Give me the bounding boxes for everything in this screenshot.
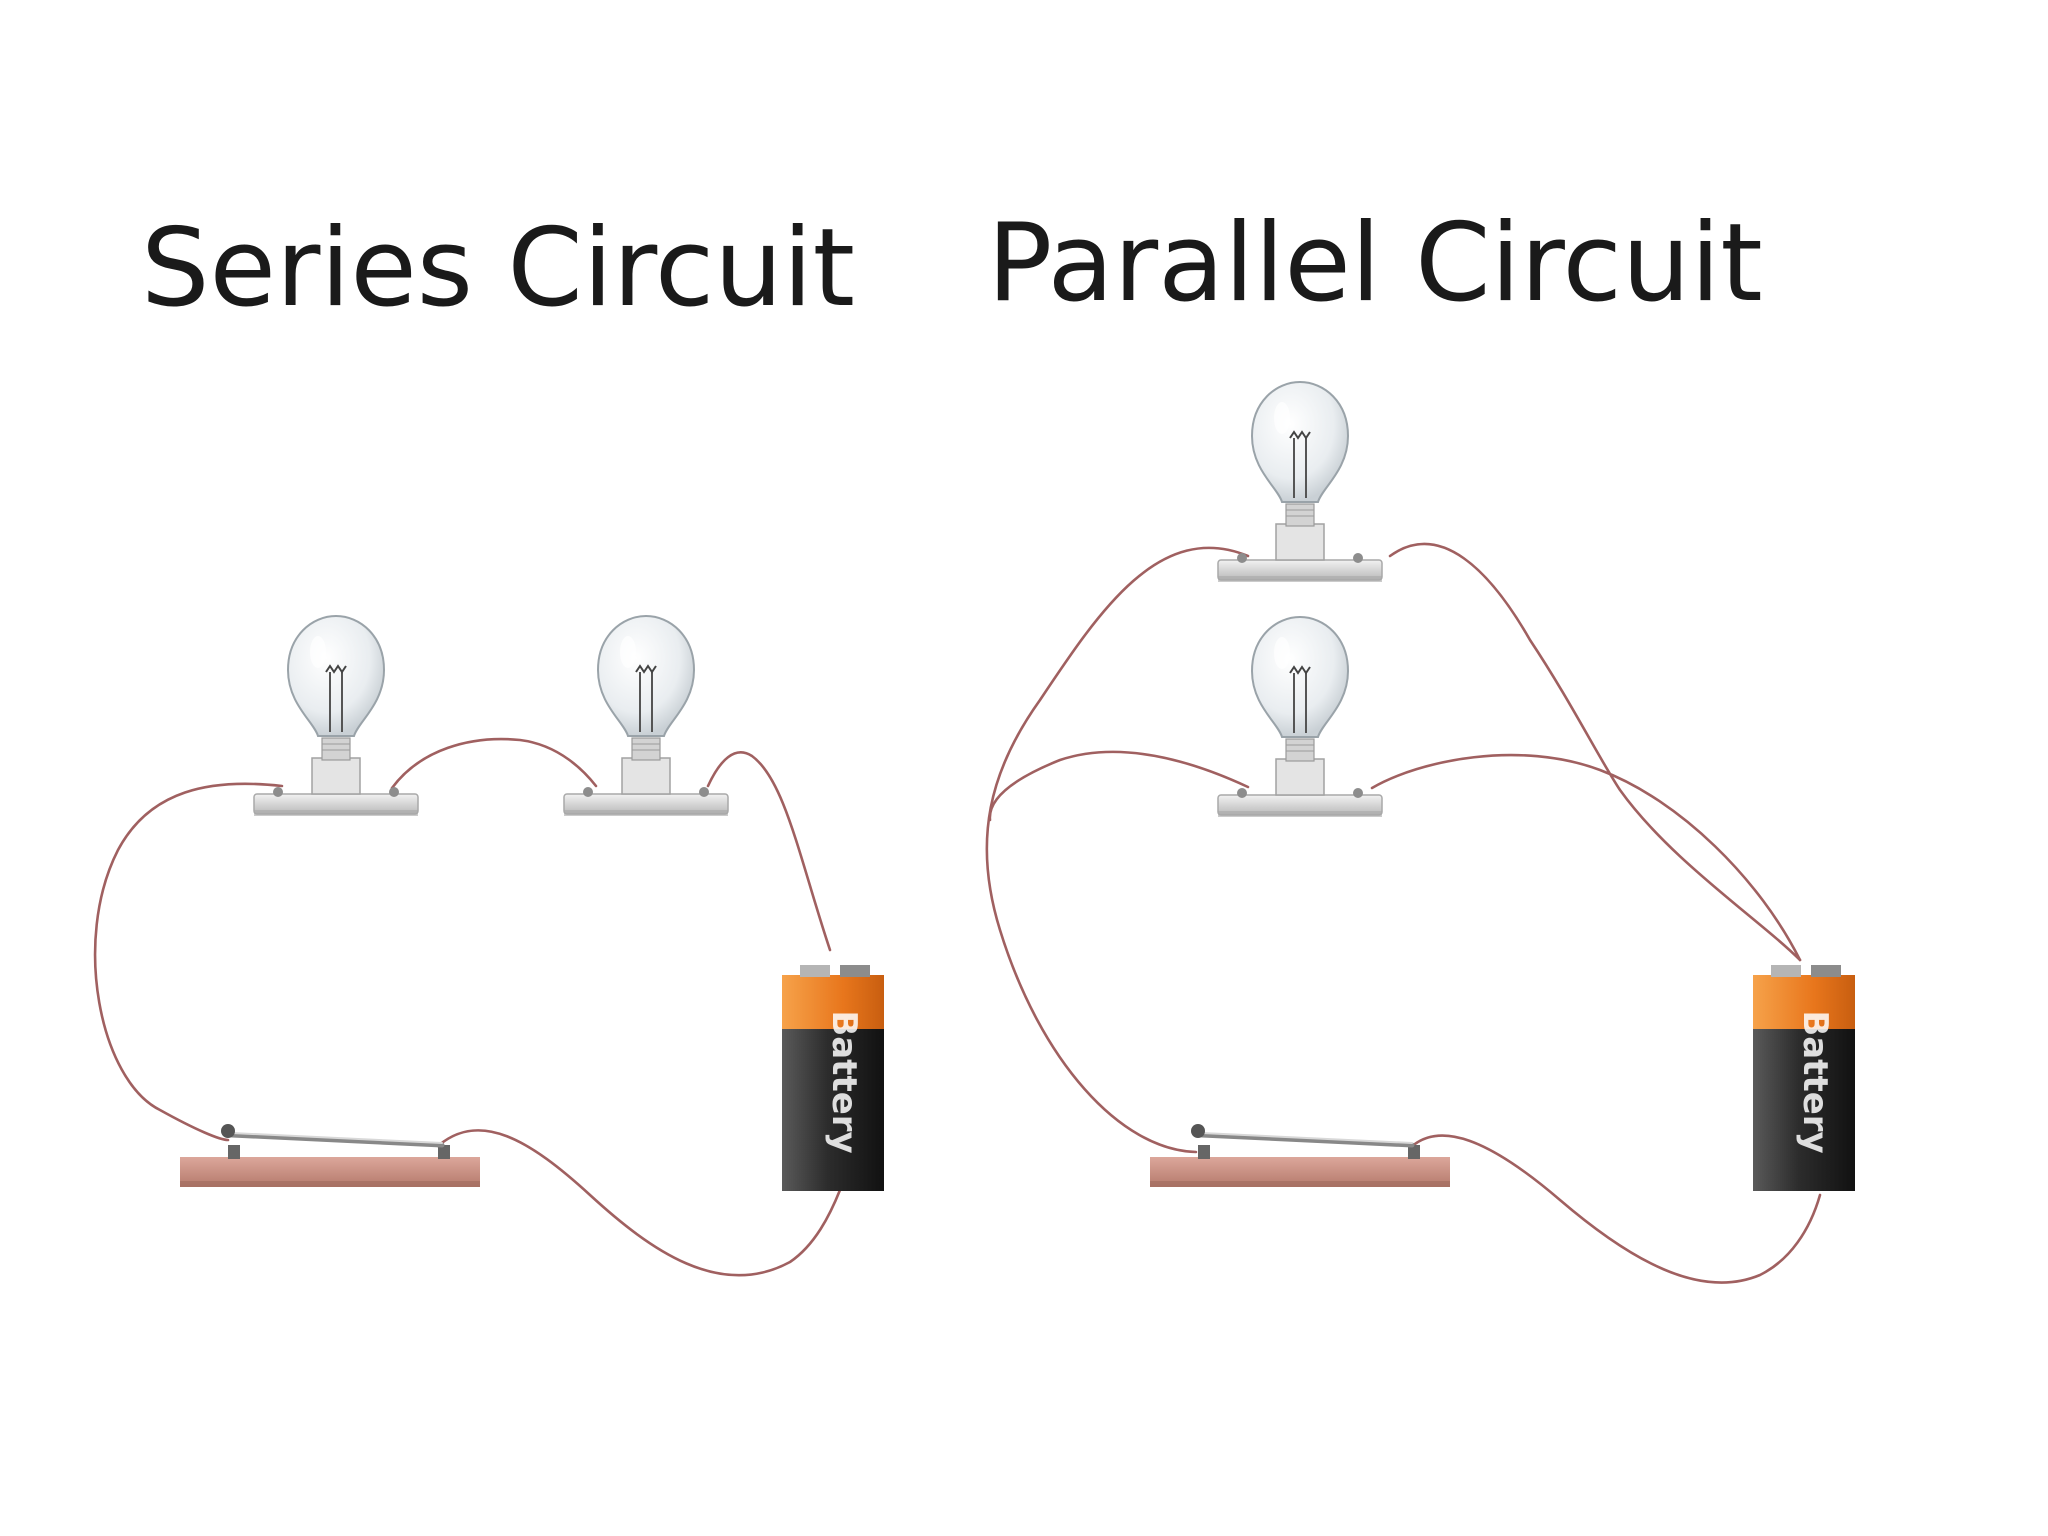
parallel-battery-label: Battery — [1795, 1010, 1835, 1153]
series-wire-bulb-to-battery — [706, 751, 832, 952]
series-circuit-title: Series Circuit — [141, 206, 855, 331]
parallel-bulb-2-icon — [1217, 616, 1383, 818]
parallel-wire-outer-left — [985, 546, 1250, 1154]
parallel-wire-switch-to-battery — [1408, 1134, 1822, 1284]
series-bulb-2-icon — [563, 615, 729, 817]
parallel-circuit-title: Parallel Circuit — [987, 201, 1762, 326]
series-battery-label: Battery — [824, 1010, 864, 1153]
parallel-wire-inner-right — [1370, 753, 1802, 962]
parallel-bulb-1-icon — [1217, 381, 1383, 583]
parallel-knife-switch-icon — [1150, 1124, 1450, 1187]
series-wire-left-loop — [93, 782, 284, 1142]
series-knife-switch-icon — [180, 1124, 480, 1187]
parallel-wire-outer-right — [1388, 542, 1802, 962]
series-wire-switch-to-battery — [436, 1129, 842, 1277]
series-wire-bulb-to-bulb — [390, 737, 598, 790]
parallel-wire-inner-left — [988, 750, 1250, 822]
series-circuit: Series Circuit Battery — [93, 206, 884, 1277]
parallel-circuit: Parallel Circuit Battery — [985, 201, 1855, 1284]
series-battery-icon: Battery — [782, 965, 884, 1191]
parallel-battery-icon: Battery — [1753, 965, 1855, 1191]
